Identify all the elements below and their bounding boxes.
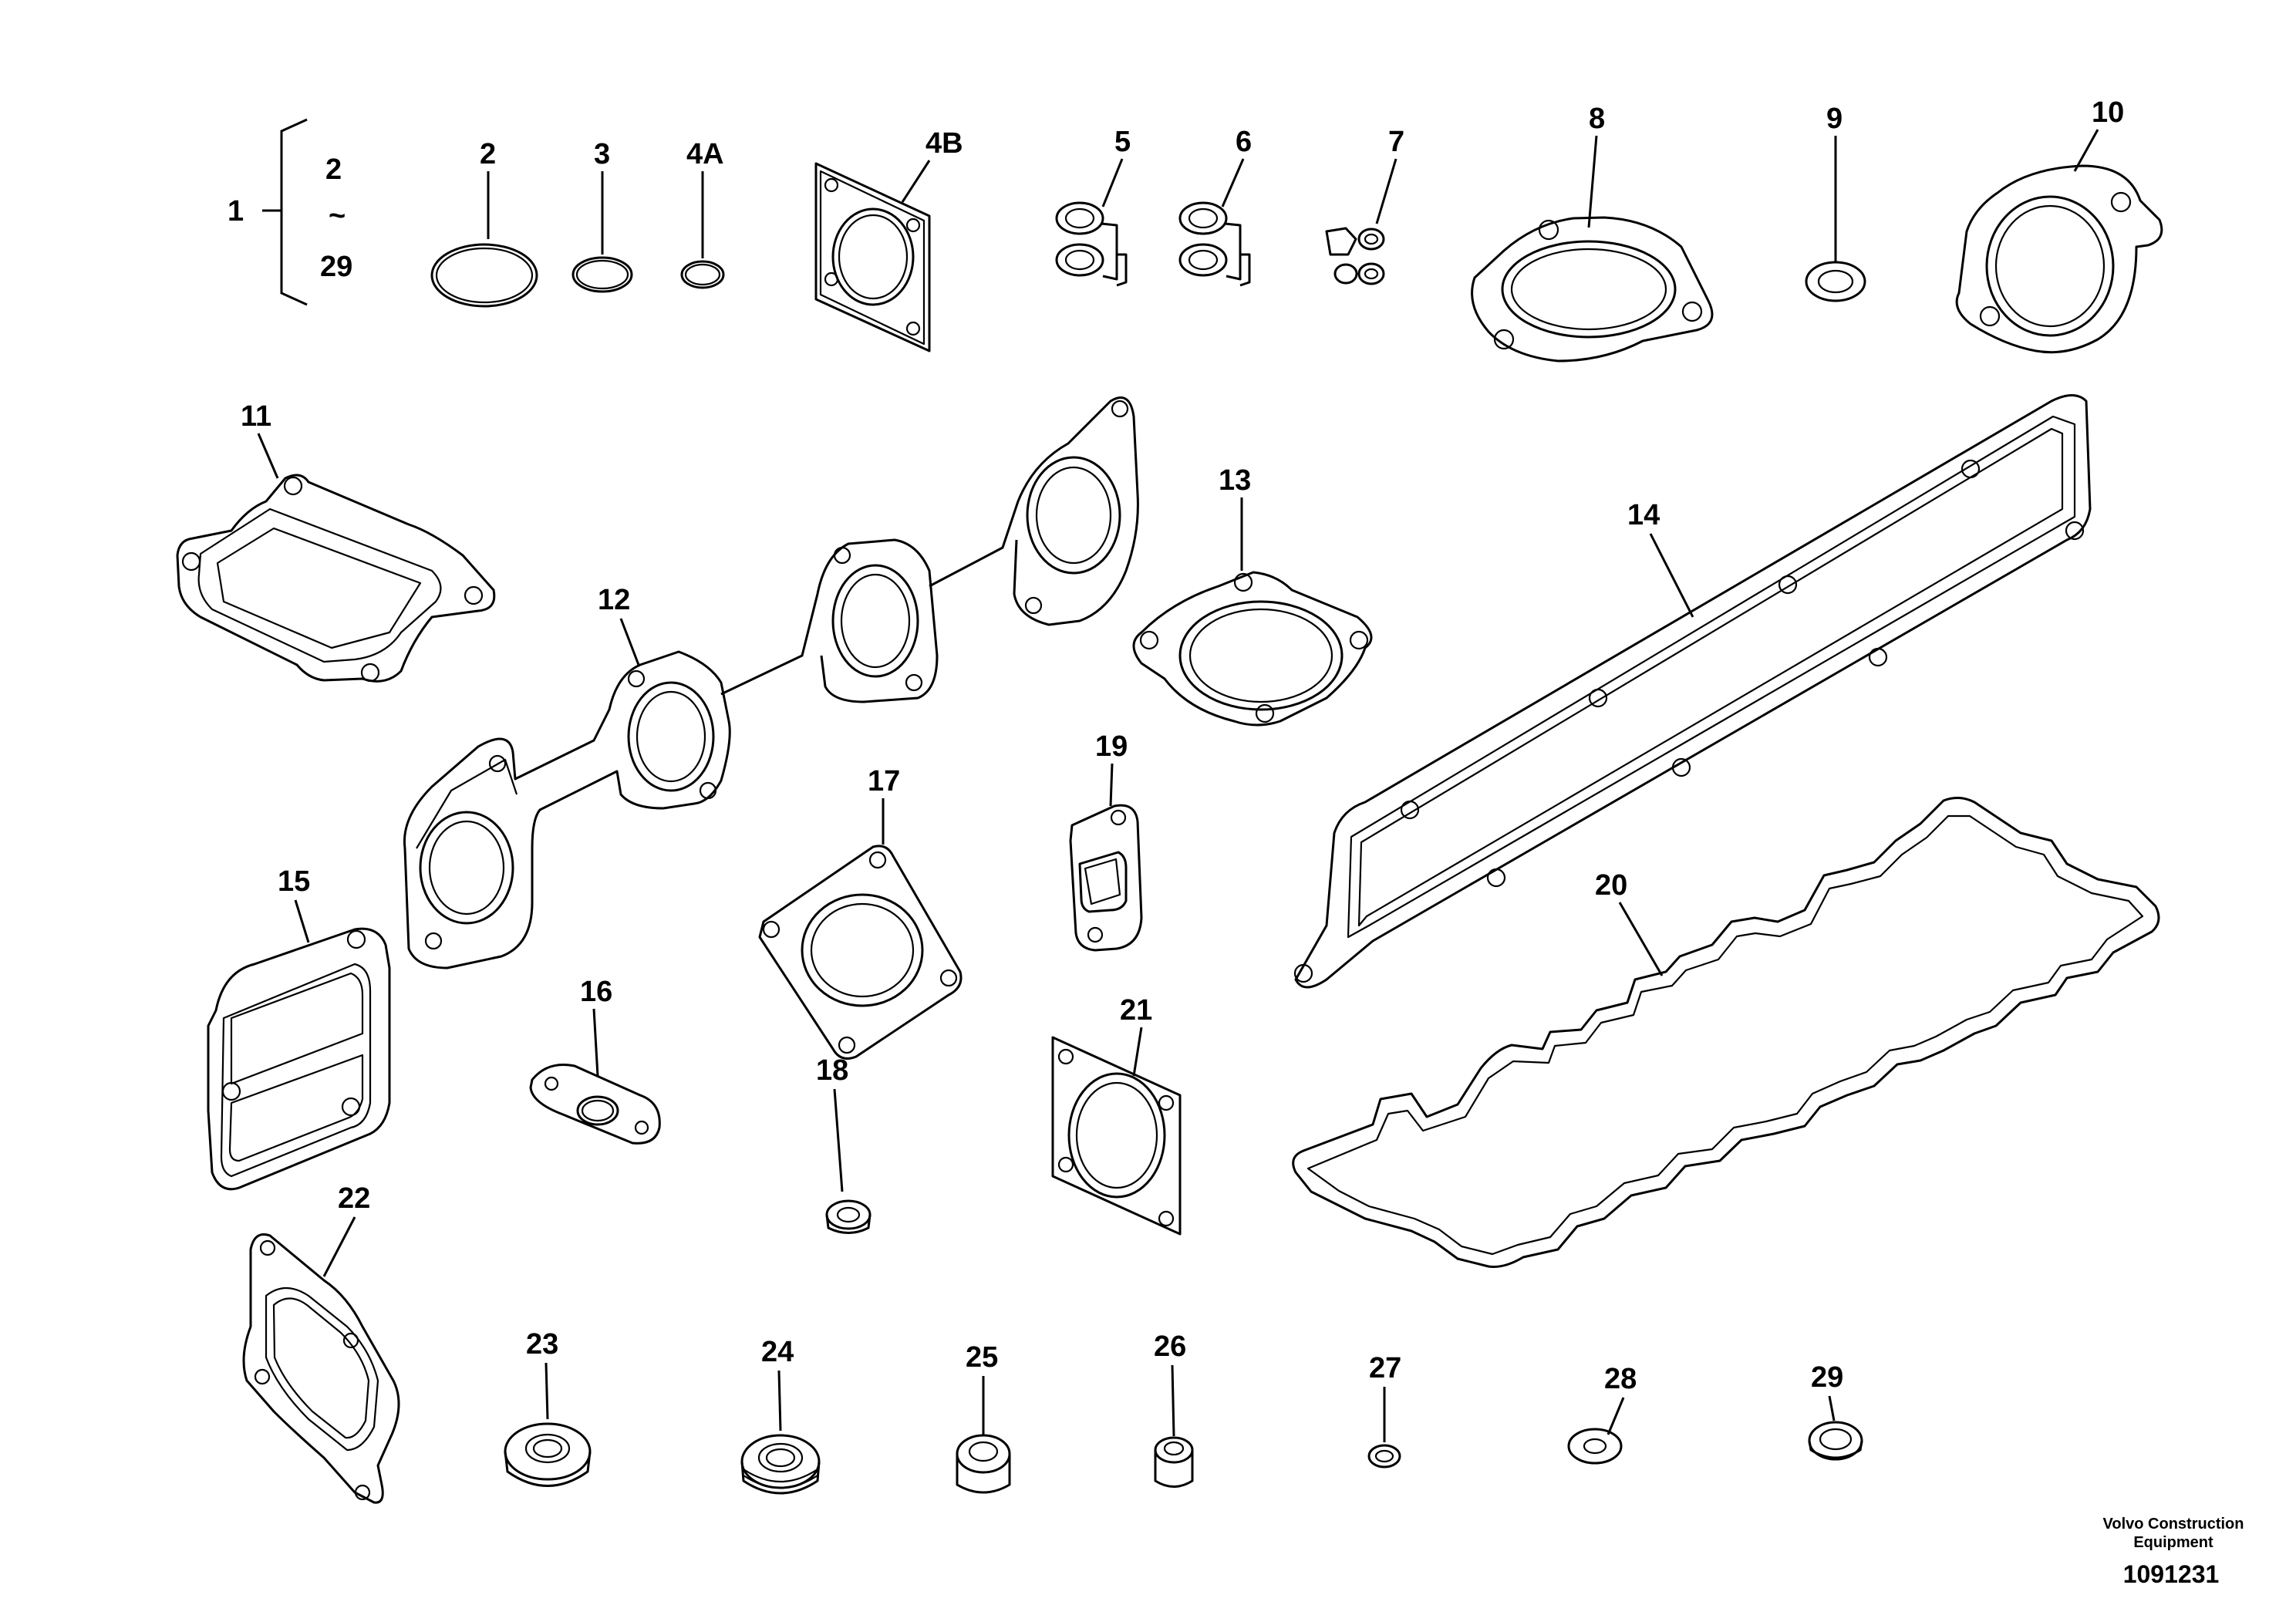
- exhaust-manifold-gasket: [403, 396, 1139, 969]
- washer-27: [1367, 1444, 1401, 1469]
- thermostat-housing-gasket: [242, 1233, 400, 1504]
- seal-25: [956, 1434, 1011, 1494]
- washer-28: [1567, 1428, 1623, 1465]
- long-valve-cover-gasket: [1293, 394, 2092, 989]
- callout-9-label: 9: [1826, 103, 1843, 135]
- double-seal-small: [1325, 227, 1385, 285]
- callout-1-range-tilde: ~: [329, 200, 346, 232]
- valve-stem-seal: [825, 1199, 872, 1234]
- callout-24-label: 24: [761, 1336, 794, 1368]
- callout-14-label: 14: [1627, 499, 1660, 531]
- callout-11-label: 11: [241, 400, 271, 433]
- double-window-gasket: [207, 927, 391, 1191]
- double-seal-a: [1055, 201, 1128, 287]
- callout-19-label: 19: [1095, 730, 1128, 763]
- callout-28-label: 28: [1604, 1363, 1637, 1395]
- two-hole-flange-gasket: [1955, 164, 2163, 354]
- callout-12-label: 12: [598, 584, 630, 616]
- callout-1-range-start: 2: [325, 153, 342, 186]
- square-flange-gasket-17: [758, 845, 963, 1060]
- brand-line-2: Equipment: [2133, 1534, 2213, 1551]
- washer-9: [1805, 261, 1866, 302]
- square-flange-gasket: [814, 162, 931, 352]
- o-ring-large: [430, 243, 538, 308]
- callout-18-label: 18: [816, 1054, 848, 1087]
- callout-2-label: 2: [480, 138, 496, 170]
- callout-1-range-end: 29: [320, 251, 352, 283]
- callout-21-label: 21: [1120, 994, 1152, 1027]
- rectangular-cover-gasket: [176, 474, 496, 683]
- oval-flange-gasket: [529, 1063, 661, 1145]
- callout-27-label: 27: [1369, 1352, 1401, 1384]
- brand-line-1: Volvo Construction: [2103, 1516, 2244, 1533]
- callout-10-label: 10: [2092, 96, 2124, 129]
- callout-7-label: 7: [1388, 126, 1404, 158]
- square-flange-gasket-21: [1051, 1036, 1182, 1236]
- callout-16-label: 16: [580, 976, 612, 1008]
- callout-26-label: 26: [1154, 1330, 1186, 1363]
- callout-23-label: 23: [526, 1328, 558, 1361]
- three-hole-flange-gasket: [1471, 216, 1714, 363]
- callout-20-label: 20: [1595, 869, 1627, 902]
- o-ring-medium: [571, 256, 633, 293]
- callout-25-label: 25: [966, 1341, 998, 1374]
- callout-6-label: 6: [1236, 126, 1252, 158]
- callout-15-label: 15: [278, 865, 310, 898]
- callout-1-bracket: [262, 118, 308, 306]
- callout-3-label: 3: [594, 138, 610, 170]
- callout-4b-label: 4B: [925, 127, 963, 160]
- seal-29: [1808, 1421, 1863, 1461]
- callout-8-label: 8: [1589, 103, 1605, 135]
- callout-4a-label: 4A: [686, 138, 724, 170]
- callout-13-label: 13: [1219, 464, 1251, 497]
- seal-24: [740, 1434, 821, 1495]
- callout-17-label: 17: [868, 765, 900, 798]
- document-number: 1091231: [2123, 1560, 2220, 1588]
- two-hole-small-gasket: [1069, 804, 1143, 952]
- rocker-cover-loop-gasket: [1292, 797, 2160, 1268]
- callout-5-label: 5: [1114, 126, 1131, 158]
- callout-1-label: 1: [228, 195, 244, 228]
- o-ring-small: [680, 260, 725, 289]
- seal-23: [504, 1422, 592, 1487]
- callout-22-label: 22: [338, 1182, 370, 1215]
- double-seal-b: [1178, 201, 1251, 287]
- seal-26: [1154, 1436, 1194, 1488]
- round-three-hole-gasket: [1132, 571, 1373, 727]
- callout-29-label: 29: [1811, 1361, 1843, 1394]
